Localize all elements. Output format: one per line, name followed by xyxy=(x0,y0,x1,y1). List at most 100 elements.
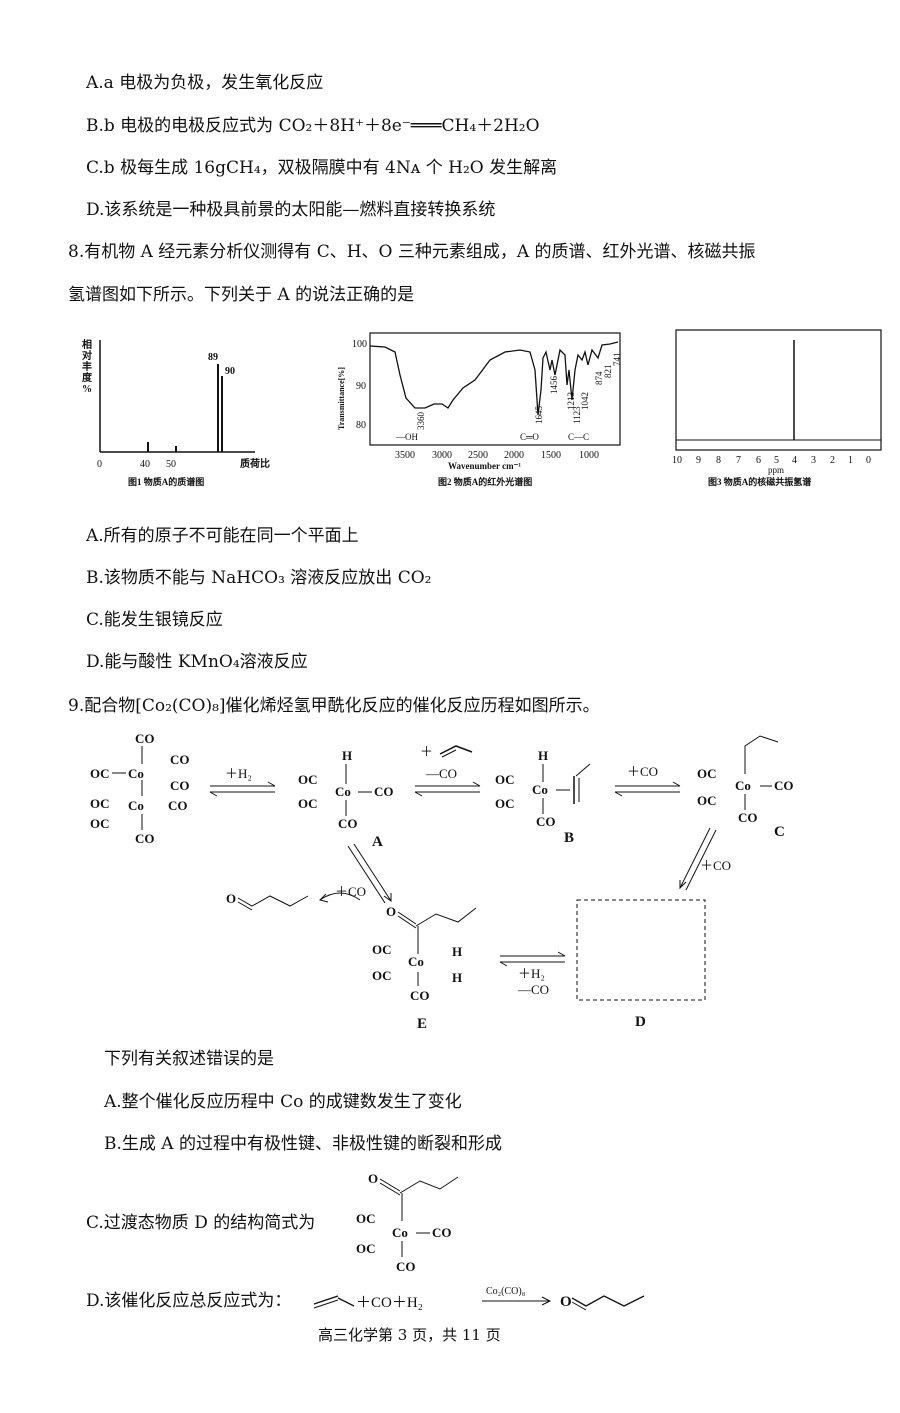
ms-xlabel: 质荷比 xyxy=(240,457,270,470)
intermediate-c: OC OC Co CO CO C xyxy=(697,735,794,840)
nmr-xtick-3: 3 xyxy=(811,455,816,466)
q7-option-c: C.b 极每生成 16gCH₄，双极隔膜中有 4Nᴀ 个 H₂O 发生解离 xyxy=(86,158,558,178)
ir-peak-821: 821 xyxy=(603,365,613,379)
label-e: E xyxy=(417,1016,427,1032)
svg-text:O: O xyxy=(386,904,396,919)
nmr-caption: 图3 物质A的核磁共振氢谱 xyxy=(708,476,811,487)
step-plus-co-1: ＋CO xyxy=(627,764,658,779)
q7-option-b: B.b 电极的电极反应式为 CO₂＋8H⁺＋8e⁻═══CH₄＋2H₂O xyxy=(86,116,540,136)
q9-option-b: B.生成 A 的过程中有极性键、非极性键的断裂和形成 xyxy=(104,1134,502,1154)
svg-text:OC: OC xyxy=(356,1241,376,1256)
label-c: C xyxy=(774,824,785,840)
ms-tick-40: 40 xyxy=(140,459,150,470)
q8-option-c: C.能发生银镜反应 xyxy=(86,610,223,630)
step-plus-propene: ＋ xyxy=(420,744,433,759)
ir-ytick-100: 100 xyxy=(352,339,367,350)
q9-stem: 9.配合物[Co₂(CO)₈]催化烯烃氢甲酰化反应的催化反应历程如图所示。 xyxy=(68,696,600,716)
svg-text:OC: OC xyxy=(298,796,318,811)
ir-peak-1213: 1213 xyxy=(566,392,576,411)
ir-bond-cc: C—C xyxy=(568,432,589,442)
ms-peak-89: 89 xyxy=(208,352,218,363)
nmr-spectrum-figure: 10 9 8 7 6 5 4 3 2 1 0 ppm 图3 物质A的核磁共振氢谱 xyxy=(672,329,882,487)
svg-text:OC: OC xyxy=(372,968,392,983)
mass-spectrum-figure: 相对丰度% 89 90 0 40 50 质荷比 图1 物质A的质谱图 xyxy=(82,338,270,487)
nmr-xtick-2: 2 xyxy=(830,455,835,466)
step-plus-co-3: ＋CO xyxy=(335,884,366,899)
svg-text:OC: OC xyxy=(356,1211,376,1226)
svg-text:CO: CO xyxy=(536,814,556,829)
intermediate-e: O OC OC Co H H CO E xyxy=(372,904,477,1032)
q8-option-a: A.所有的原子不可能在同一个平面上 xyxy=(86,526,359,546)
catalytic-cycle-scheme: CO OC Co CO CO OC Co CO OC CO ＋H₂ H OC O… xyxy=(90,731,794,1032)
svg-text:CO: CO xyxy=(135,831,155,846)
svg-text:Co: Co xyxy=(128,798,144,813)
q8-stem-line1: 8.有机物 A 经元素分析仪测得有 C、H、O 三种元素组成，A 的质谱、红外光… xyxy=(68,242,756,262)
svg-text:H: H xyxy=(452,944,462,959)
ms-tick-50: 50 xyxy=(166,459,176,470)
ms-ylabel: 相对丰度% xyxy=(82,338,93,395)
svg-text:OC: OC xyxy=(697,793,717,808)
nmr-unit: ppm xyxy=(768,465,784,475)
label-d: D xyxy=(635,1014,646,1030)
intermediate-b: H OC OC Co CO B xyxy=(495,748,591,846)
q9-question: 下列有关叙述错误的是 xyxy=(104,1049,274,1069)
step-minus-co-2: —CO xyxy=(517,982,549,997)
svg-text:CO: CO xyxy=(774,778,794,793)
svg-text:OC: OC xyxy=(697,766,717,781)
svg-text:CO: CO xyxy=(374,784,394,799)
ir-peak-1123: 1123 xyxy=(572,406,582,424)
nmr-xtick-1: 1 xyxy=(848,455,853,466)
co2-co8-structure: CO OC Co CO CO OC Co CO OC CO xyxy=(90,731,190,846)
svg-text:CO: CO xyxy=(338,816,358,831)
ir-ytick-80: 80 xyxy=(356,420,366,431)
svg-text:OC: OC xyxy=(495,796,515,811)
ir-peak-874: 874 xyxy=(594,371,604,385)
svg-text:CO: CO xyxy=(432,1225,452,1240)
label-b: B xyxy=(564,830,574,846)
nmr-xtick-6: 6 xyxy=(756,455,761,466)
ir-bond-co: C═O xyxy=(520,432,539,442)
step-minus-co-1: —CO xyxy=(425,766,457,781)
svg-text:CO: CO xyxy=(168,798,188,813)
overall-reactants: ＋CO＋H₂ xyxy=(356,1295,423,1311)
svg-text:OC: OC xyxy=(495,772,515,787)
ms-tick-0: 0 xyxy=(97,459,102,470)
q7-option-a: A.a 电极为负极，发生氧化反应 xyxy=(86,73,324,93)
ir-xtick-2000: 2000 xyxy=(504,450,524,461)
ms-caption: 图1 物质A的质谱图 xyxy=(128,476,204,487)
svg-text:O: O xyxy=(368,1171,378,1186)
ir-peak-1645: 1645 xyxy=(534,406,544,425)
svg-text:CO: CO xyxy=(738,810,758,825)
step-plus-co-2: ＋CO xyxy=(700,858,731,873)
svg-text:OC: OC xyxy=(90,816,110,831)
q9-option-d: D.该催化反应总反应式为： xyxy=(86,1291,292,1311)
svg-text:H: H xyxy=(342,748,352,763)
svg-text:CO: CO xyxy=(170,778,190,793)
svg-text:OC: OC xyxy=(298,772,318,787)
ir-xtick-1500: 1500 xyxy=(541,450,561,461)
svg-text:OC: OC xyxy=(372,942,392,957)
q8-option-b: B.该物质不能与 NaHCO₃ 溶液反应放出 CO₂ xyxy=(86,568,432,588)
q7-option-d: D.该系统是一种极具前景的太阳能—燃料直接转换系统 xyxy=(86,200,496,220)
ir-peak-3360: 3360 xyxy=(416,412,426,431)
ir-peak-1456: 1456 xyxy=(549,376,559,395)
svg-text:Co: Co xyxy=(408,954,424,969)
ir-xlabel: Wavenumber cm⁻¹ xyxy=(448,461,521,471)
ir-xtick-1000: 1000 xyxy=(579,450,599,461)
svg-text:CO: CO xyxy=(135,731,155,746)
q8-stem-line2: 氢谱图如下所示。下列关于 A 的说法正确的是 xyxy=(68,285,415,305)
ir-xtick-3500: 3500 xyxy=(395,450,415,461)
nmr-xtick-9: 9 xyxy=(696,455,701,466)
intermediate-a: H OC OC Co CO CO A xyxy=(298,748,394,850)
overall-reaction: ＋CO＋H₂ Co₂(CO)₈ O xyxy=(313,1286,645,1311)
svg-text:OC: OC xyxy=(90,766,110,781)
nmr-xtick-5: 5 xyxy=(774,455,779,466)
ir-ylabel: Transmittance[%] xyxy=(337,367,346,430)
page-footer: 高三化学第 3 页，共 11 页 xyxy=(318,1326,501,1344)
ir-peak-1042: 1042 xyxy=(580,392,590,410)
ir-spectrum-figure: Transmittance[%] 100 90 80 3360 1645 145… xyxy=(337,332,622,487)
svg-text:CO: CO xyxy=(410,988,430,1003)
transition-state-d-structure: O OC OC Co CO CO xyxy=(356,1171,459,1274)
ir-caption: 图2 物质A的红外光谱图 xyxy=(438,476,532,487)
q9-option-c: C.过渡态物质 D 的结构简式为 xyxy=(86,1213,316,1233)
